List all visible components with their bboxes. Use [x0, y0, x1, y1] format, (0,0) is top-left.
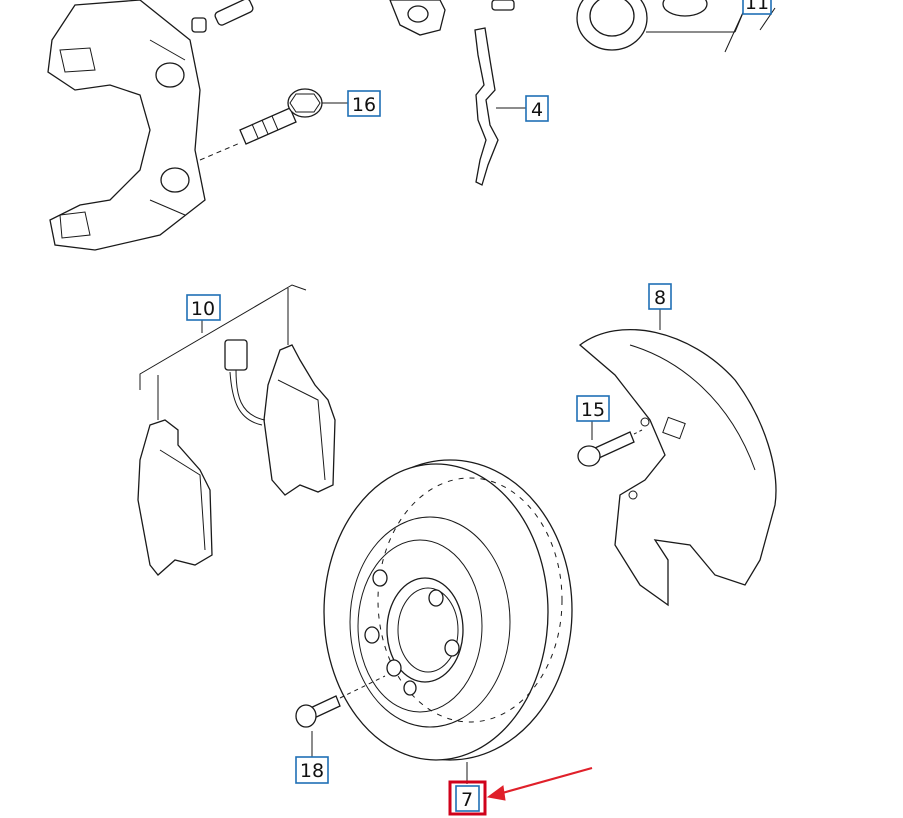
highlight-box [448, 780, 487, 816]
red-arrow-icon [486, 766, 593, 801]
hub-parts-top [389, 0, 515, 36]
svg-text:11: 11 [745, 0, 769, 14]
bolt-16 [199, 88, 348, 161]
callout-18[interactable]: 18 [295, 756, 329, 784]
svg-text:16: 16 [352, 94, 376, 116]
svg-text:15: 15 [581, 399, 605, 421]
spring-clip-4 [474, 27, 526, 186]
screw-18 [295, 675, 386, 757]
brake-pads-10 [137, 284, 336, 576]
splash-shield-8 [578, 309, 777, 607]
svg-text:8: 8 [654, 287, 666, 309]
callout-10[interactable]: 10 [186, 294, 221, 321]
callout-15[interactable]: 15 [576, 395, 610, 422]
svg-text:4: 4 [531, 99, 543, 121]
svg-text:7: 7 [461, 789, 473, 811]
callout-7[interactable]: 7 [448, 780, 487, 816]
guide-pin [191, 0, 254, 33]
callout-11[interactable]: 11 [742, 0, 772, 15]
svg-text:18: 18 [300, 760, 324, 782]
caliper-bracket [47, 0, 206, 251]
brake-disc-7 [323, 459, 573, 761]
wheel-bearing-top [576, 0, 776, 53]
callout-4[interactable]: 4 [525, 95, 549, 122]
callout-16[interactable]: 16 [347, 90, 381, 117]
svg-text:10: 10 [191, 298, 215, 320]
callout-8[interactable]: 8 [648, 283, 672, 310]
bolt-15 [577, 420, 643, 467]
